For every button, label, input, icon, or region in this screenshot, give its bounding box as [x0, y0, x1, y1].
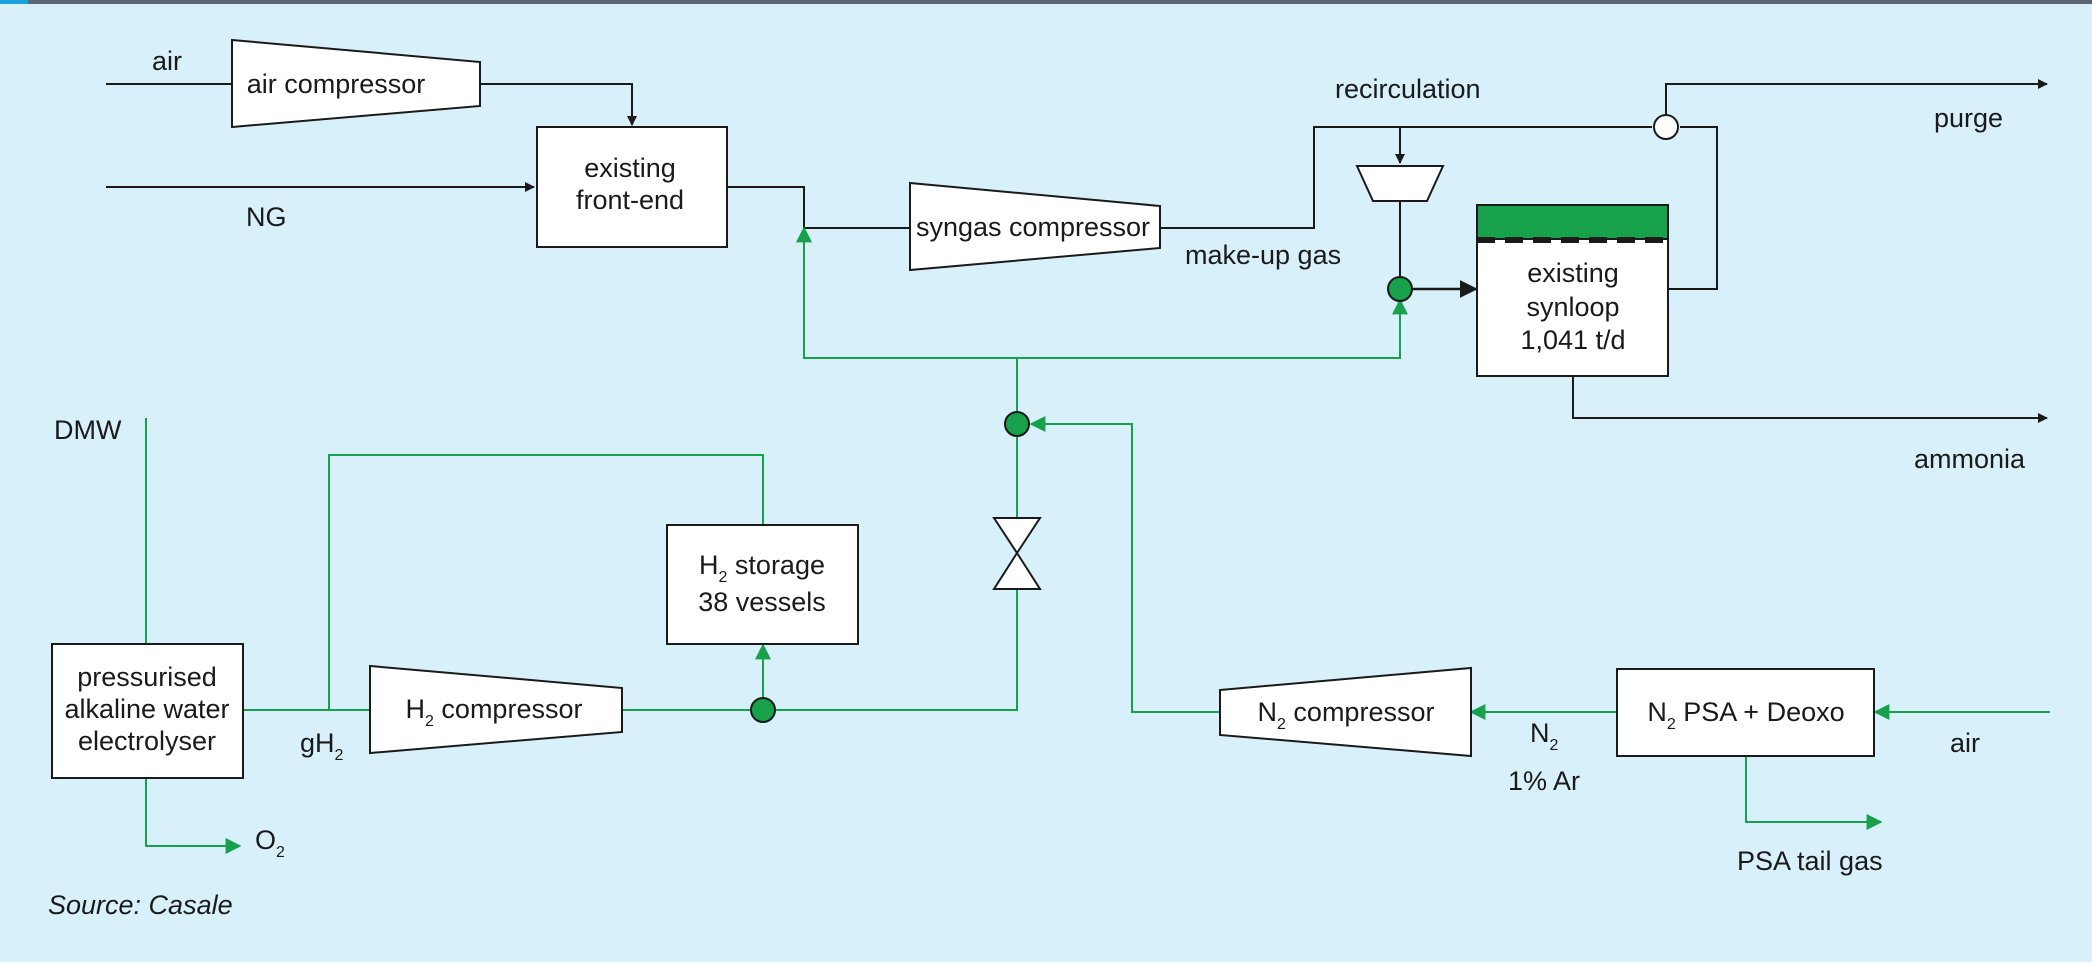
n2-compressor-label-main: N — [1258, 697, 1278, 727]
electrolyser-label-2: alkaline water — [64, 694, 229, 724]
o2-label: O2 — [255, 825, 285, 861]
h2-compressor-label-rest: compressor — [434, 694, 583, 724]
purge-line — [1665, 79, 2048, 114]
n2-compressor-label-sub: 2 — [1277, 716, 1286, 733]
top-border — [0, 0, 2092, 4]
synloop-loop-return-line — [1668, 126, 1718, 290]
h2-compressor-label-sub: 2 — [425, 713, 434, 730]
equipment — [51, 38, 1875, 779]
n2-stream-label-sub: 2 — [1550, 737, 1559, 754]
ammonia-product-line — [1572, 376, 2048, 423]
n2-compressor-label: N2 compressor — [1258, 697, 1435, 733]
stream-labels: air NG recirculation purge make-up gas a… — [54, 46, 2026, 876]
make-up-gas-line — [1160, 126, 1652, 229]
recirculation-compressor-shape — [1355, 165, 1445, 202]
h2-compressor-label: H2 compressor — [406, 694, 583, 730]
front-end-label-1: existing — [584, 153, 676, 183]
green-lines — [145, 226, 2050, 854]
n2-purity-label: 1% Ar — [1508, 766, 1580, 796]
storage-bypass-line — [328, 454, 764, 710]
synloop-capacity-label: 1,041 t/d — [1520, 325, 1625, 355]
psa-tail-gas-line — [1745, 756, 1883, 830]
control-valve-icon — [992, 517, 1042, 590]
air-compressor-label: air compressor — [247, 69, 426, 99]
n2-psa-label-sub: 2 — [1667, 716, 1676, 733]
h2-storage-label-sub: 2 — [719, 569, 728, 586]
n2-compressor-shape — [1219, 666, 1472, 758]
dmw-label: DMW — [54, 415, 122, 445]
unit-labels: air compressor existing front-end syngas… — [64, 69, 1844, 756]
gh2-label-sub: 2 — [335, 747, 344, 764]
gh2-label-main: gH — [300, 728, 335, 758]
front-end-to-syngas-line — [727, 186, 910, 229]
node-to-valve-line — [776, 589, 1018, 711]
h2-to-synloop-line — [1017, 298, 1408, 359]
o2-label-sub: 2 — [276, 844, 285, 861]
synloop-mix-node — [1387, 276, 1413, 302]
n2-to-mixer-line — [1029, 416, 1220, 713]
process-lines — [106, 79, 2048, 423]
h2-storage-label-main: H — [699, 550, 719, 580]
ng-label: NG — [246, 202, 287, 232]
h2-storage-box — [666, 524, 859, 645]
air-to-front-end-line — [480, 83, 637, 126]
h2-storage-label: H2 storage — [699, 550, 825, 586]
make-up-gas-label: make-up gas — [1185, 240, 1341, 270]
front-end-label-2: front-end — [576, 185, 684, 215]
syngas-compressor-shape — [909, 181, 1161, 272]
purge-label: purge — [1934, 103, 2003, 133]
front-end-box — [536, 126, 728, 248]
air-compressor-shape — [231, 38, 481, 129]
n2-psa-label-main: N — [1647, 697, 1667, 727]
synloop-label-1: existing — [1527, 258, 1619, 288]
ammonia-label: ammonia — [1914, 444, 2026, 474]
electrolyser-box — [51, 643, 244, 779]
n2-psa-label: N2 PSA + Deoxo — [1647, 697, 1844, 733]
gh2-label: gH2 — [300, 728, 344, 764]
o2-label-main: O — [255, 825, 276, 855]
h2-storage-vessels-label: 38 vessels — [698, 587, 826, 617]
h2-storage-node — [750, 697, 776, 723]
purge-split-node — [1653, 114, 1679, 140]
o2-vent-line — [145, 778, 242, 854]
syngas-compressor-label: syngas compressor — [916, 212, 1150, 242]
n2-psa-box — [1616, 668, 1875, 757]
recirculation-label: recirculation — [1335, 74, 1481, 104]
h2-compressor-shape — [369, 664, 623, 755]
synloop-catalyst-band — [1476, 204, 1669, 240]
n2-compressor-label-rest: compressor — [1286, 697, 1435, 727]
h2-compressor-label-main: H — [406, 694, 426, 724]
n2-stream-label-main: N — [1530, 718, 1550, 748]
n2-h2-mix-node — [1004, 411, 1030, 437]
air-right-label: air — [1950, 728, 1980, 758]
electrolyser-label-1: pressurised — [77, 662, 217, 692]
n2-psa-label-rest: PSA + Deoxo — [1676, 697, 1845, 727]
source-note: Source: Casale — [48, 890, 233, 920]
n2-stream-label: N2 — [1530, 718, 1559, 754]
air-top-label: air — [152, 46, 182, 76]
h2-storage-label-rest: storage — [727, 550, 825, 580]
h2-to-syngas-suction-line — [796, 226, 1017, 359]
psa-tail-gas-label: PSA tail gas — [1737, 846, 1883, 876]
synloop-label-2: synloop — [1526, 292, 1619, 322]
electrolyser-label-3: electrolyser — [78, 726, 216, 756]
top-accent — [0, 0, 28, 4]
